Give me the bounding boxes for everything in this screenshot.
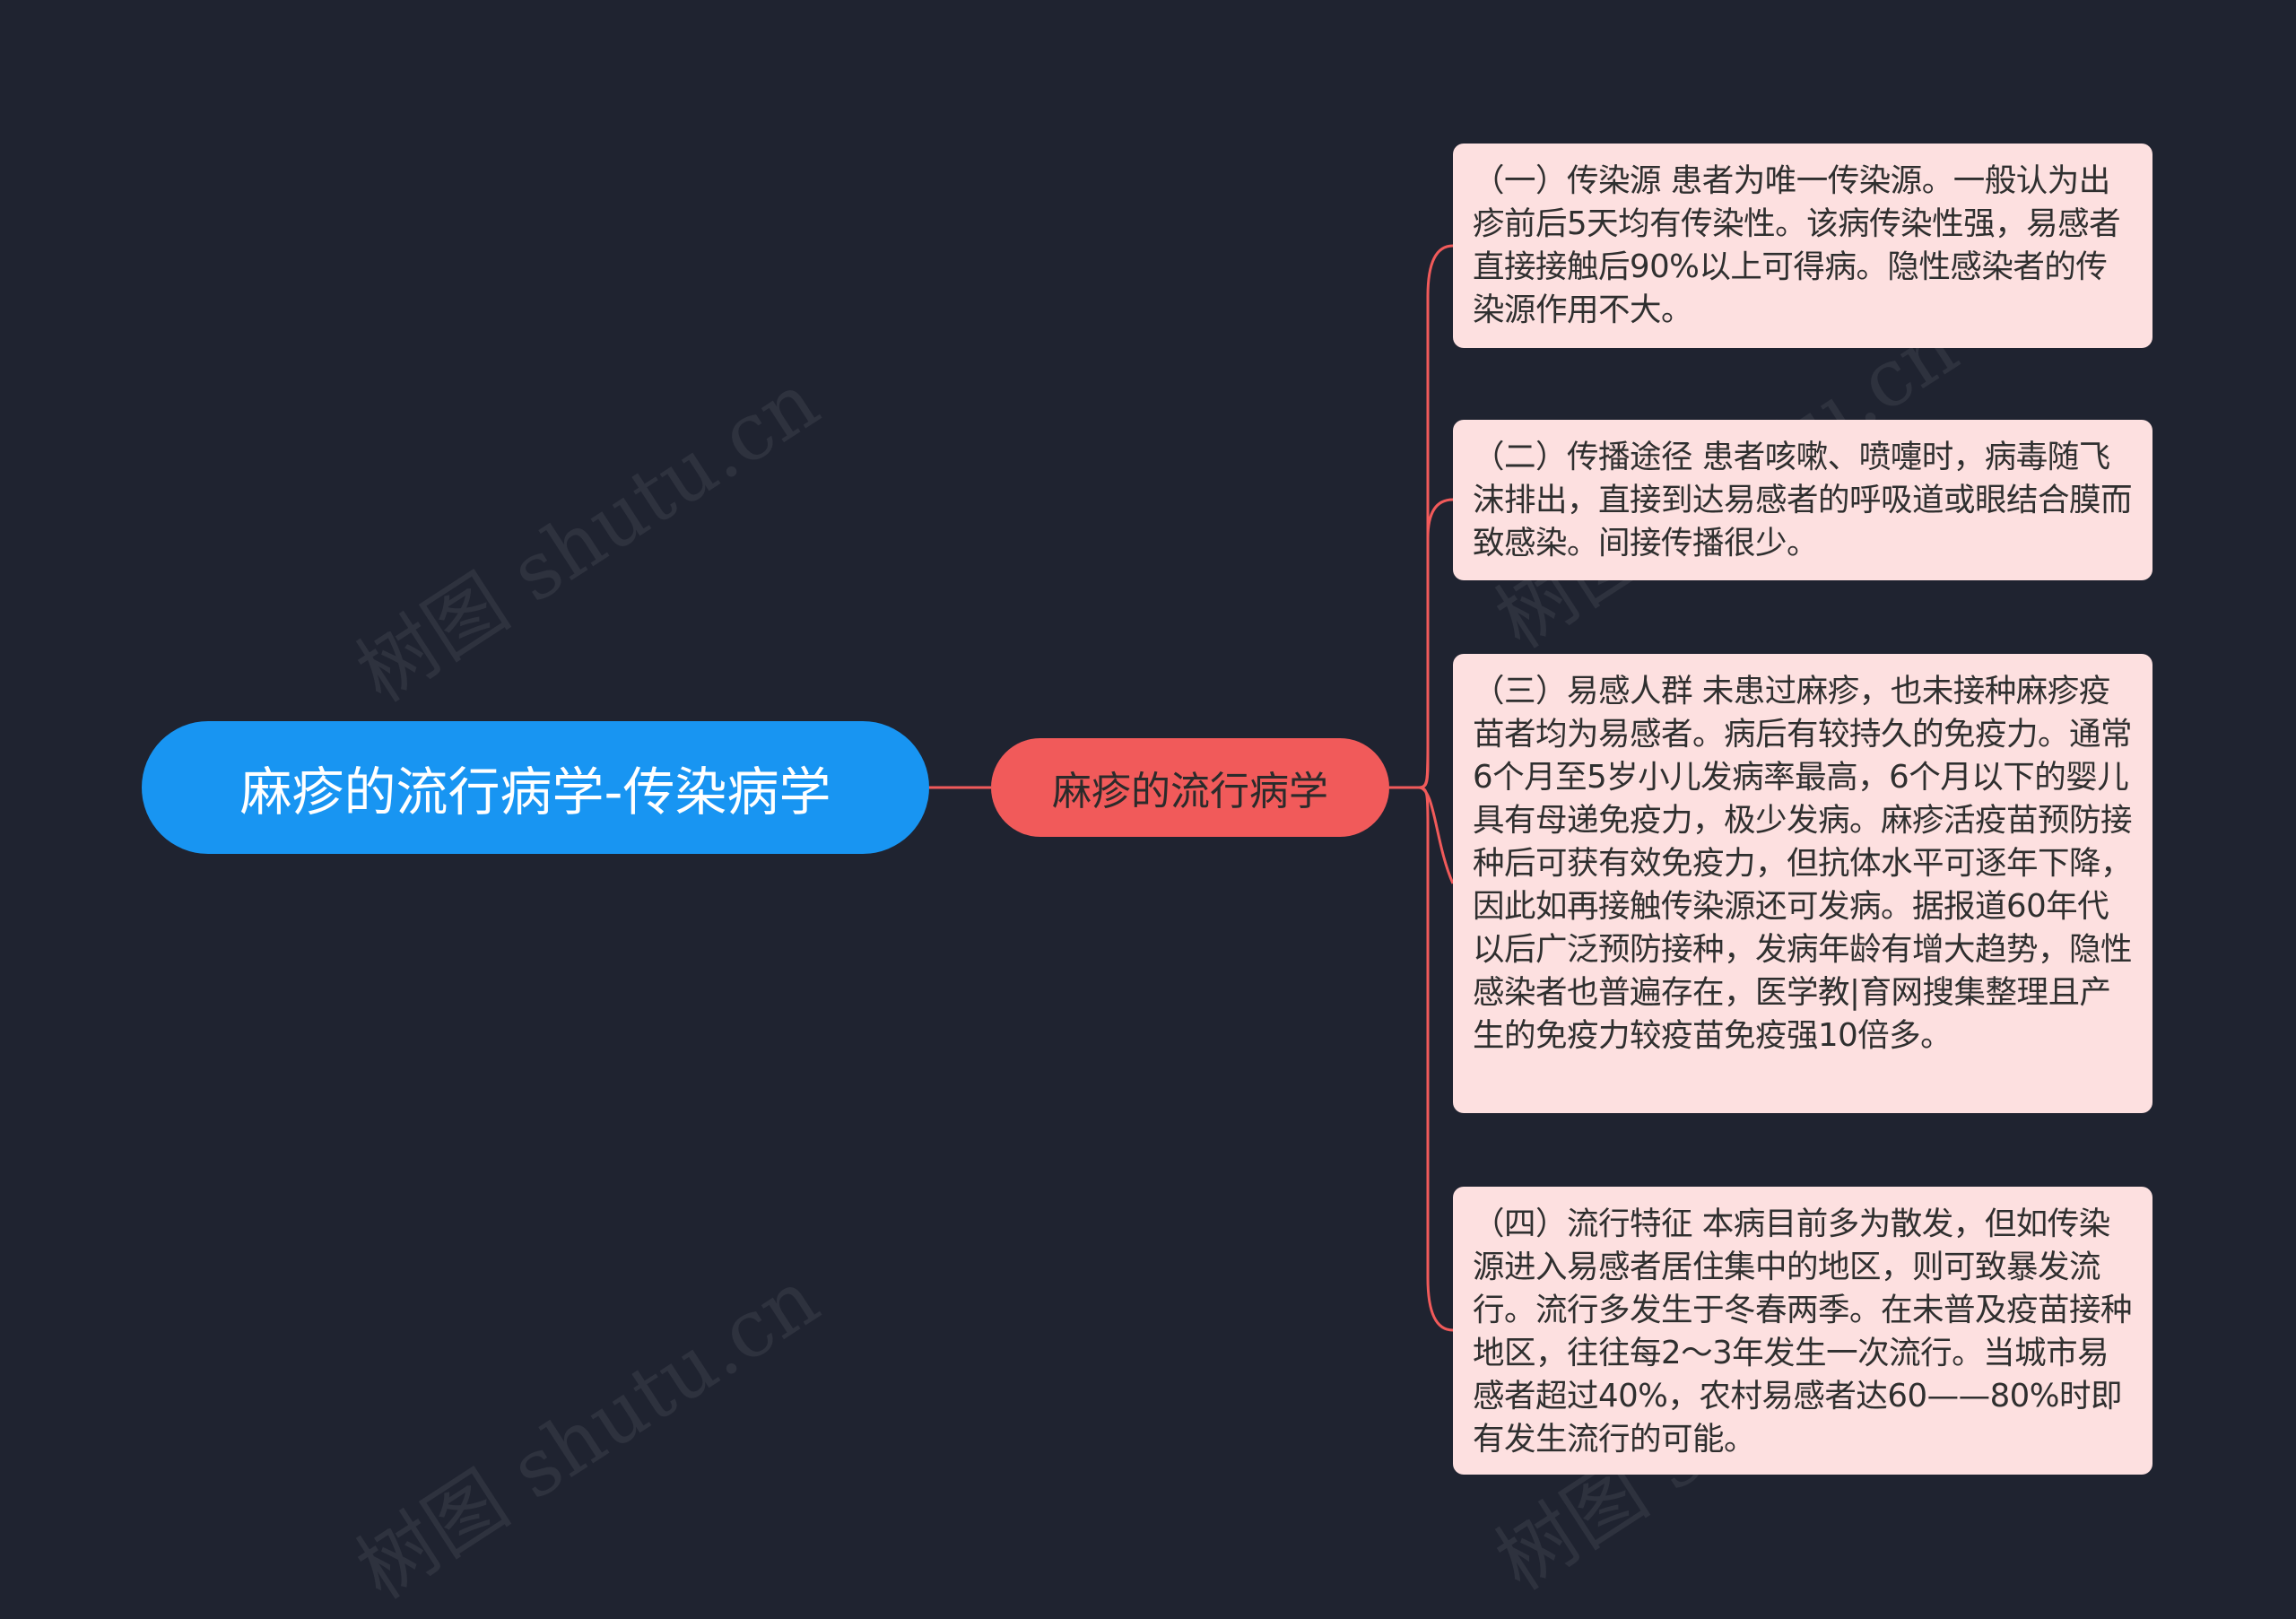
branch-topic-node[interactable]: 麻疹的流行病学 <box>991 738 1389 837</box>
leaf-node-epidemic-features[interactable]: （四）流行特征 本病目前多为散发，但如传染源进入易感者居住集中的地区，则可致暴发… <box>1453 1187 2152 1475</box>
leaf-text: （一）传染源 患者为唯一传染源。一般认为出疹前后5天均有传染性。该病传染性强，易… <box>1473 162 2121 328</box>
leaf-node-transmission-route[interactable]: （二）传播途径 患者咳嗽、喷嚏时，病毒随飞沫排出，直接到达易感者的呼吸道或眼结合… <box>1453 420 2152 580</box>
leaf-text: （三）易感人群 未患过麻疹，也未接种麻疹疫苗者均为易感者。病后有较持久的免疫力。… <box>1473 673 2133 1054</box>
branch-to-leaf-1-link <box>1418 244 1454 789</box>
watermark-text: 树图 shutu.cn <box>341 354 834 720</box>
branch-topic-label: 麻疹的流行病学 <box>1052 769 1328 814</box>
branch-to-leaf-4-link <box>1418 786 1454 1332</box>
leaf-text: （四）流行特征 本病目前多为散发，但如传染源进入易感者居住集中的地区，则可致暴发… <box>1473 1206 2133 1458</box>
leaf-node-infection-source[interactable]: （一）传染源 患者为唯一传染源。一般认为出疹前后5天均有传染性。该病传染性强，易… <box>1453 144 2152 348</box>
branch-to-leaf-2-link <box>1418 498 1454 789</box>
root-topic-node[interactable]: 麻疹的流行病学-传染病学 <box>142 721 929 854</box>
watermark-text: 树图 shutu.cn <box>341 1251 834 1617</box>
leaf-text: （二）传播途径 患者咳嗽、喷嚏时，病毒随飞沫排出，直接到达易感者的呼吸道或眼结合… <box>1473 439 2133 561</box>
branch-to-leaf-3-link <box>1418 786 1455 884</box>
leaf-node-susceptible-population[interactable]: （三）易感人群 未患过麻疹，也未接种麻疹疫苗者均为易感者。病后有较持久的免疫力。… <box>1453 654 2152 1113</box>
root-topic-label: 麻疹的流行病学-传染病学 <box>239 762 831 823</box>
